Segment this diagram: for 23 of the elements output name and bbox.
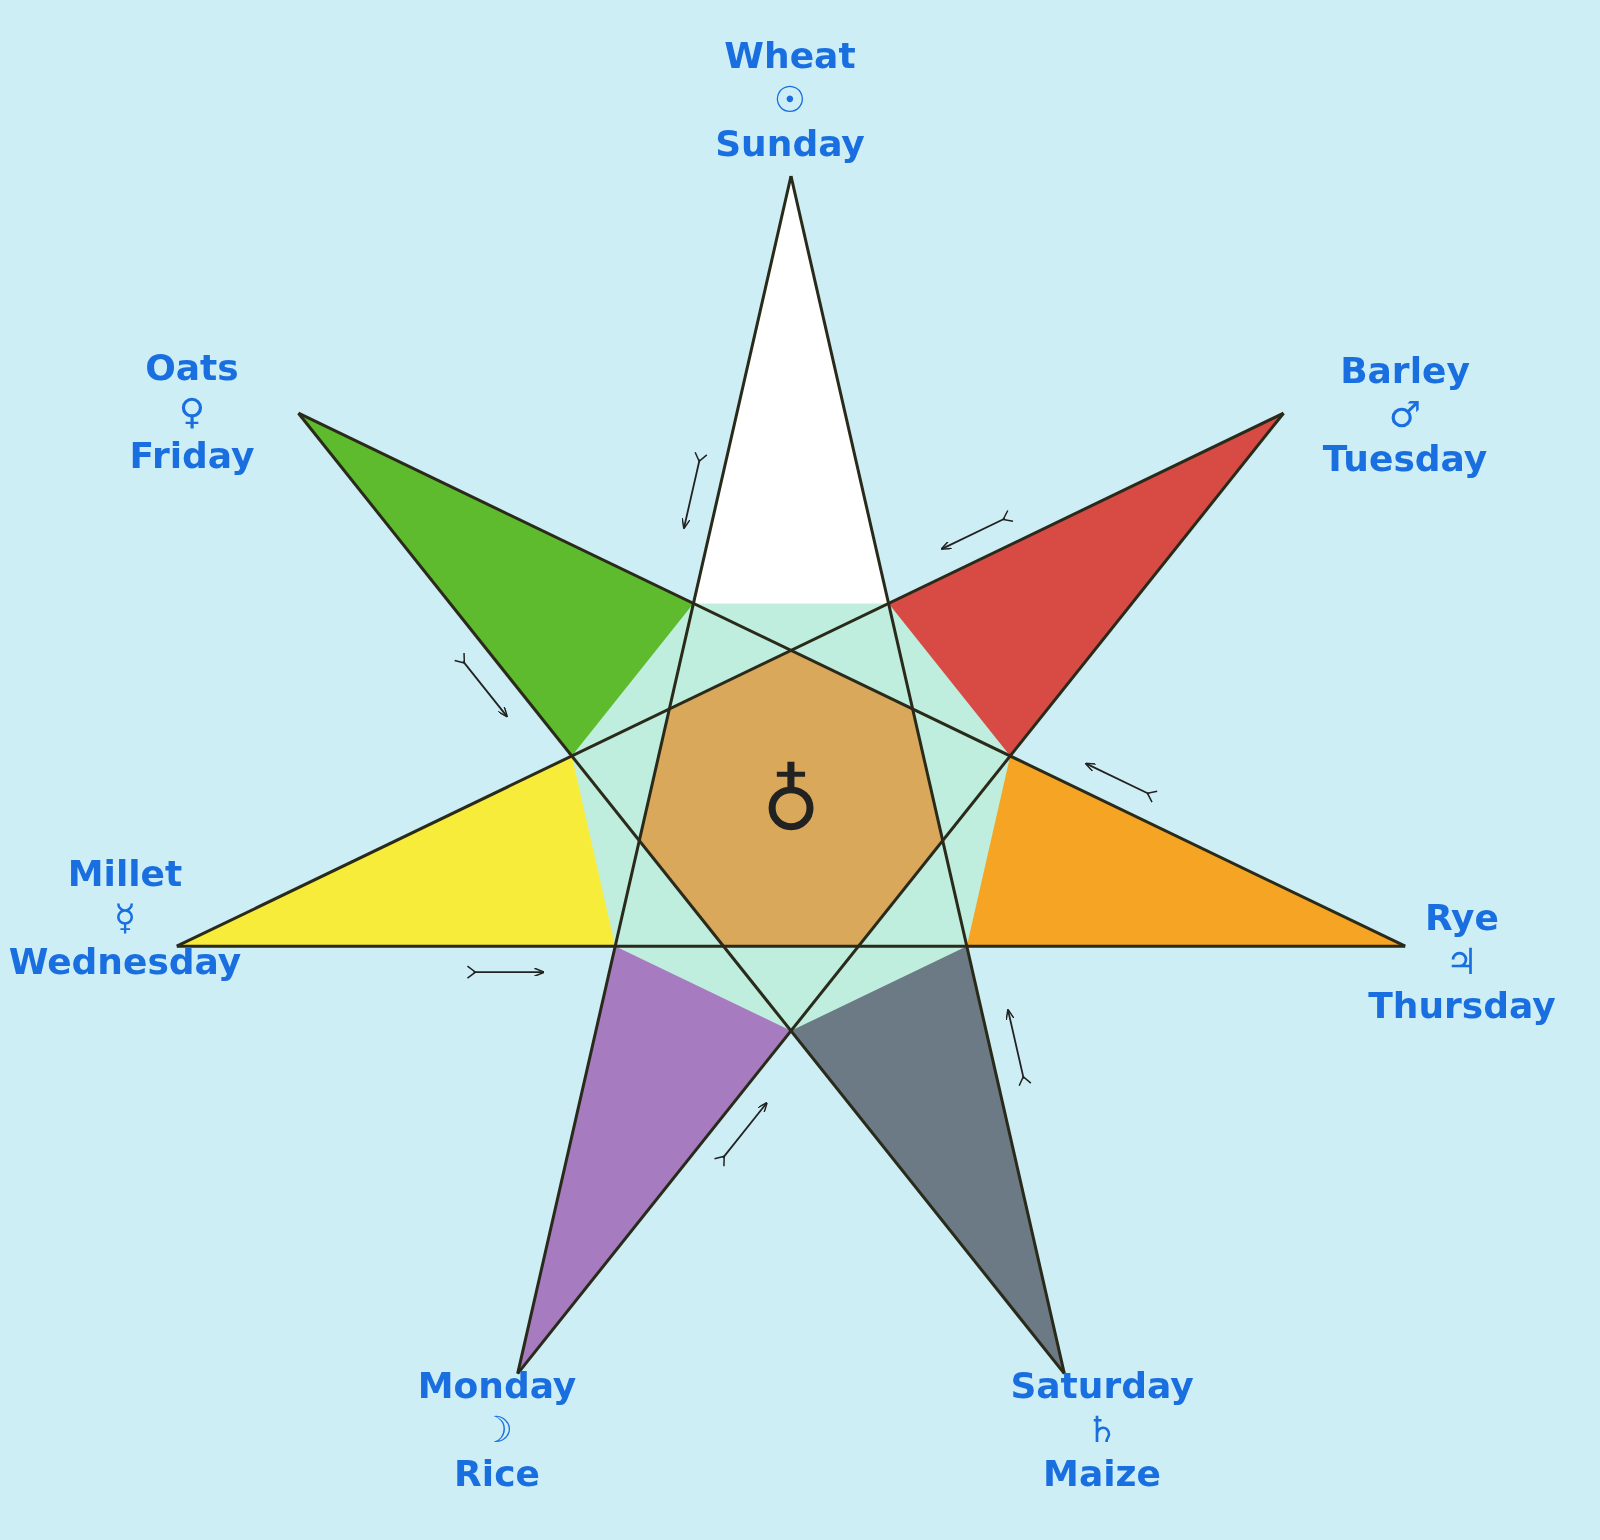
planet-symbol: ☽ [479, 1408, 515, 1452]
planet-symbol: ♃ [1444, 940, 1480, 984]
planet-symbol: ☉ [772, 78, 808, 122]
label-word: Thursday [1368, 984, 1556, 1028]
label-word: Barley [1339, 349, 1471, 393]
label-word: Tuesday [1322, 437, 1488, 481]
label-word: Monday [417, 1364, 577, 1408]
label-word: Millet [66, 852, 184, 896]
label-word: Friday [129, 434, 255, 478]
planet-symbol: ♂ [1387, 393, 1423, 437]
label-word: Maize [1042, 1452, 1162, 1496]
label-word: Saturday [1010, 1364, 1194, 1408]
label-word: Sunday [715, 122, 865, 166]
label-word: Rice [453, 1452, 541, 1496]
earth-symbol: ♁ [761, 754, 821, 848]
planet-symbol: ♀ [177, 390, 207, 434]
planet-symbol: ♄ [1084, 1408, 1120, 1452]
label-word: Wheat [723, 34, 857, 78]
label-word: Rye [1424, 896, 1500, 940]
label-word: Wednesday [8, 940, 242, 984]
planet-symbol: ☿ [112, 896, 138, 940]
center-heptagon [639, 650, 943, 947]
label-word: Oats [144, 346, 240, 390]
